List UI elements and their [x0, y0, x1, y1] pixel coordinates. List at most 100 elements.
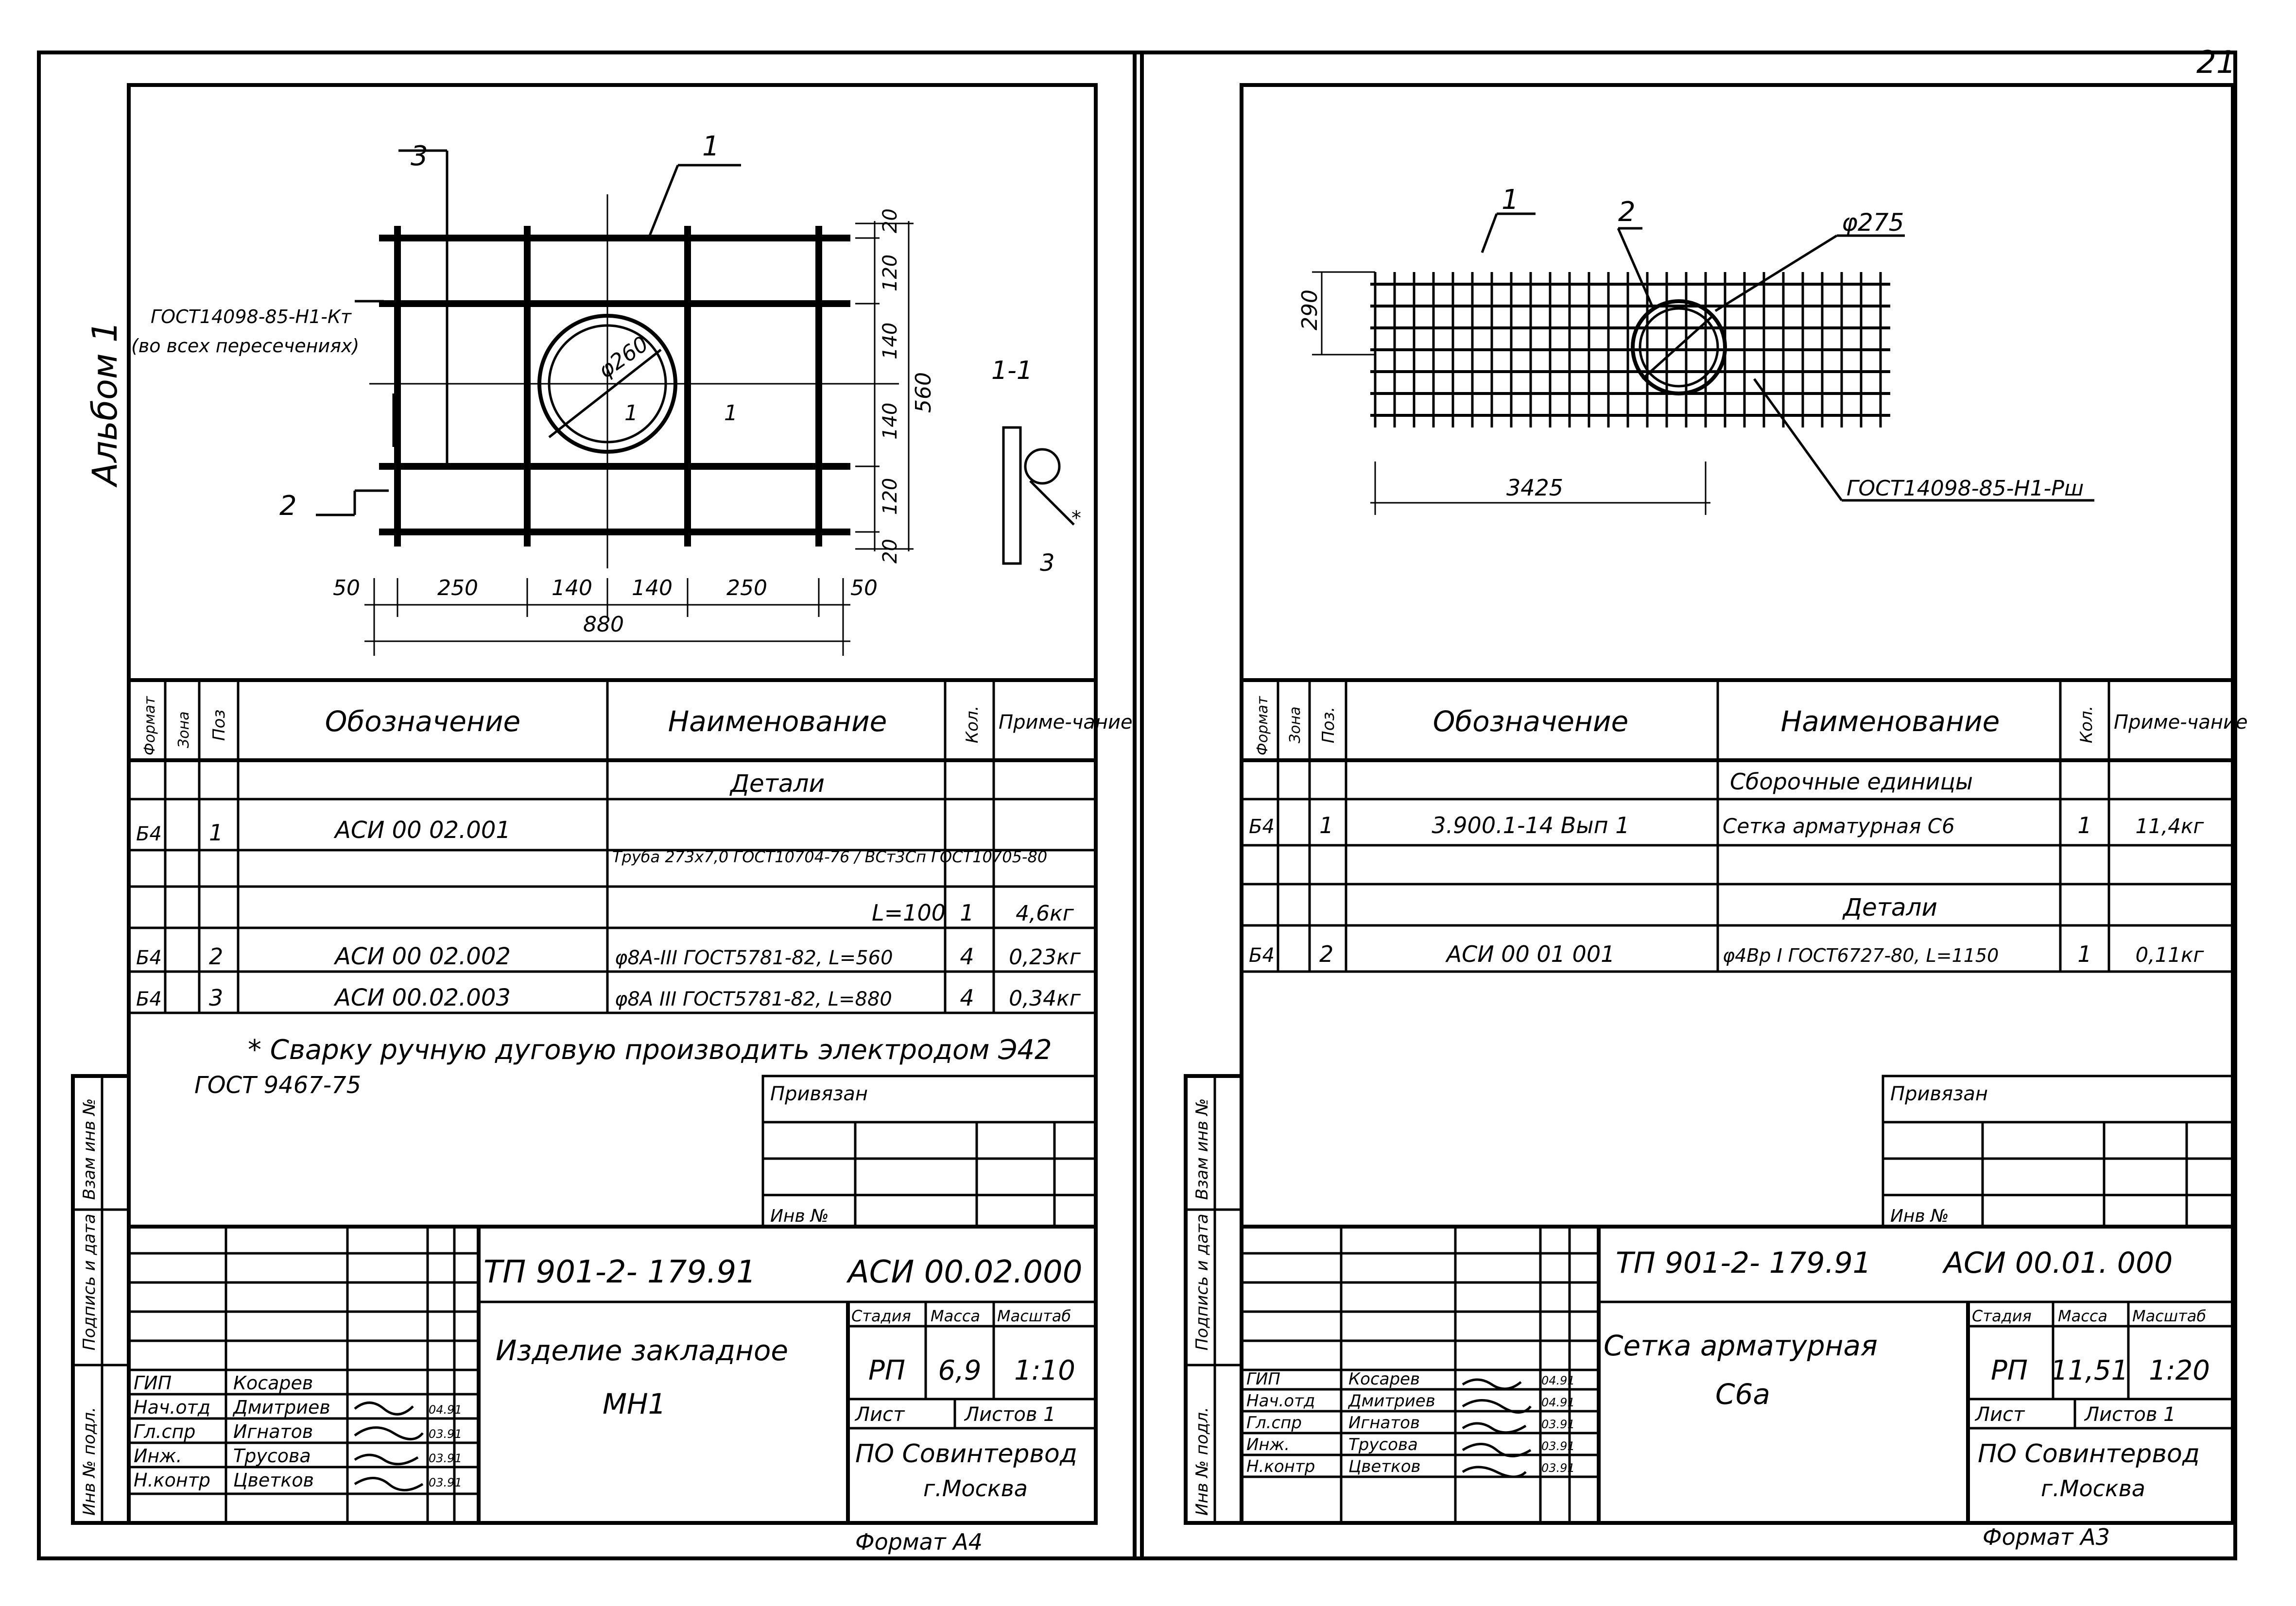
svg-text:290: 290 [1297, 290, 1322, 330]
svg-text:4: 4 [960, 943, 974, 970]
svg-text:4,6кг: 4,6кг [1016, 901, 1074, 926]
svg-text:Зона: Зона [175, 711, 192, 748]
svg-text:L=100: L=100 [872, 900, 946, 926]
svg-text:АСИ 00 02.002: АСИ 00 02.002 [333, 943, 511, 970]
svg-text:Обозначение: Обозначение [1433, 705, 1628, 738]
svg-text:Трусова: Трусова [1348, 1435, 1418, 1454]
weld-note: ГОСТ14098-85-Н1-Кт [151, 306, 352, 327]
svg-text:Масса: Масса [931, 1307, 980, 1325]
svg-text:11,51: 11,51 [2051, 1355, 2128, 1386]
svg-text:1: 1 [624, 401, 638, 426]
svg-text:3: 3 [1040, 549, 1055, 577]
album-label: Альбом 1 [85, 321, 125, 488]
page-number: 21 [2196, 45, 2236, 81]
svg-text:Формат: Формат [141, 696, 158, 755]
svg-text:1: 1 [702, 131, 720, 162]
svg-text:С6а: С6а [1715, 1378, 1770, 1411]
svg-text:φ8А III ГОСТ5781-82, L=880: φ8А III ГОСТ5781-82, L=880 [615, 988, 892, 1010]
svg-text:Изделие закладное: Изделие закладное [496, 1334, 788, 1367]
svg-text:03.91: 03.91 [1541, 1439, 1575, 1453]
left-title-block: ТП 901-2- 179.91 АСИ 00.02.000 Изделие з… [129, 1225, 1096, 1523]
svg-text:20: 20 [879, 208, 901, 233]
svg-text:Б4: Б4 [136, 947, 162, 969]
right-side-strip: Инв № подл. Подпись и дата Взам инв № [1184, 1074, 1243, 1525]
svg-text:11,4кг: 11,4кг [2136, 814, 2205, 838]
svg-text:3: 3 [411, 140, 428, 172]
svg-text:Инв № подл.: Инв № подл. [1192, 1407, 1212, 1516]
svg-text:Приме-чание: Приме-чание [999, 711, 1133, 734]
svg-text:г.Москва: г.Москва [2041, 1475, 2145, 1502]
svg-text:1: 1 [960, 900, 974, 926]
svg-text:ГИП: ГИП [134, 1372, 172, 1394]
right-sheet: 1 2 φ275 290 3425 ГОСТ14098-85-Н1-Рш Фор… [1184, 83, 2248, 1550]
svg-text:Косарев: Косарев [1348, 1369, 1420, 1389]
svg-text:Листов 1: Листов 1 [2084, 1403, 2176, 1426]
svg-text:04.91: 04.91 [1541, 1396, 1575, 1409]
svg-text:ПО Совинтервод: ПО Совинтервод [855, 1439, 1077, 1469]
svg-text:ТП 901-2- 179.91: ТП 901-2- 179.91 [1616, 1246, 1871, 1280]
svg-text:Инв №: Инв № [1890, 1206, 1949, 1226]
right-drawing: 1 2 φ275 290 3425 ГОСТ14098-85-Н1-Рш [1297, 184, 2094, 515]
svg-text:*: * [1071, 507, 1081, 530]
svg-text:20: 20 [879, 539, 901, 564]
svg-text:Наименование: Наименование [1781, 705, 2000, 738]
svg-text:0,23кг: 0,23кг [1009, 945, 1081, 970]
svg-text:ТП 901-2- 179.91: ТП 901-2- 179.91 [483, 1254, 756, 1290]
svg-text:250: 250 [437, 576, 478, 600]
svg-text:Привязан: Привязан [770, 1083, 868, 1105]
svg-text:φ275: φ275 [1842, 208, 1904, 237]
svg-text:4: 4 [960, 985, 974, 1011]
svg-text:Наименование: Наименование [668, 705, 887, 738]
svg-text:Подпись и дата: Подпись и дата [80, 1213, 99, 1350]
svg-text:1:20: 1:20 [2149, 1355, 2210, 1386]
svg-text:φ8А-III ГОСТ5781-82, L=560: φ8А-III ГОСТ5781-82, L=560 [615, 947, 893, 969]
svg-text:0,11кг: 0,11кг [2136, 943, 2205, 967]
right-title-block: ТП 901-2- 179.91 АСИ 00.01. 000 Сетка ар… [1242, 1225, 2233, 1523]
svg-text:Инж.: Инж. [134, 1445, 182, 1467]
svg-text:МН1: МН1 [603, 1387, 666, 1420]
svg-text:03.91: 03.91 [429, 1452, 462, 1465]
svg-text:Дмитриев: Дмитриев [232, 1397, 330, 1418]
svg-text:Трусова: Трусова [233, 1445, 311, 1467]
svg-text:03.91: 03.91 [1541, 1418, 1575, 1431]
svg-text:Гл.спр: Гл.спр [1246, 1413, 1302, 1433]
svg-text:Цветков: Цветков [233, 1469, 314, 1491]
svg-text:2: 2 [1319, 941, 1333, 967]
svg-text:РП: РП [1991, 1355, 2028, 1386]
svg-text:г.Москва: г.Москва [923, 1475, 1028, 1502]
svg-text:140: 140 [879, 323, 901, 359]
svg-text:03.91: 03.91 [1541, 1461, 1575, 1475]
svg-text:Б4: Б4 [1249, 944, 1275, 967]
svg-text:Поз.: Поз. [1319, 707, 1338, 743]
svg-text:Игнатов: Игнатов [233, 1421, 313, 1442]
left-privyazan-box: Привязан Инв № [761, 1075, 1097, 1228]
svg-text:(во всех пересечениях): (во всех пересечениях) [131, 335, 359, 357]
svg-text:04.91: 04.91 [429, 1403, 462, 1417]
svg-text:Дмитриев: Дмитриев [1347, 1391, 1435, 1411]
svg-text:Детали: Детали [729, 769, 825, 798]
weld-instruction: * Сварку ручную дуговую производить элек… [248, 1034, 1052, 1066]
svg-text:Подпись и дата: Подпись и дата [1192, 1213, 1212, 1350]
svg-text:Обозначение: Обозначение [325, 705, 520, 738]
svg-text:140: 140 [552, 576, 592, 600]
svg-text:560: 560 [911, 372, 936, 413]
svg-text:1:10: 1:10 [1014, 1355, 1075, 1386]
svg-text:Сборочные единицы: Сборочные единицы [1730, 769, 1973, 795]
left-sheet: 3 1 2 ГОСТ14098-85-Н1-Кт (во всех пересе… [71, 83, 1133, 1555]
svg-text:1: 1 [724, 401, 738, 426]
svg-text:Детали: Детали [1842, 893, 1937, 922]
left-drawing: 3 1 2 ГОСТ14098-85-Н1-Кт (во всех пересе… [131, 131, 1081, 656]
svg-text:Б4: Б4 [136, 823, 162, 845]
svg-text:Инж.: Инж. [1246, 1435, 1290, 1454]
svg-text:880: 880 [583, 612, 624, 637]
outer-frame [37, 51, 2237, 1560]
svg-text:Сетка арматурная: Сетка арматурная [1604, 1329, 1878, 1362]
svg-text:1-1: 1-1 [991, 356, 1033, 385]
svg-text:Зона: Зона [1287, 706, 1304, 743]
svg-text:Стадия: Стадия [1972, 1307, 2032, 1325]
svg-text:Н.контр: Н.контр [134, 1469, 210, 1491]
svg-text:АСИ 00 02.001: АСИ 00 02.001 [333, 817, 511, 844]
svg-text:Лист: Лист [854, 1403, 905, 1426]
svg-text:Стадия: Стадия [851, 1307, 911, 1325]
